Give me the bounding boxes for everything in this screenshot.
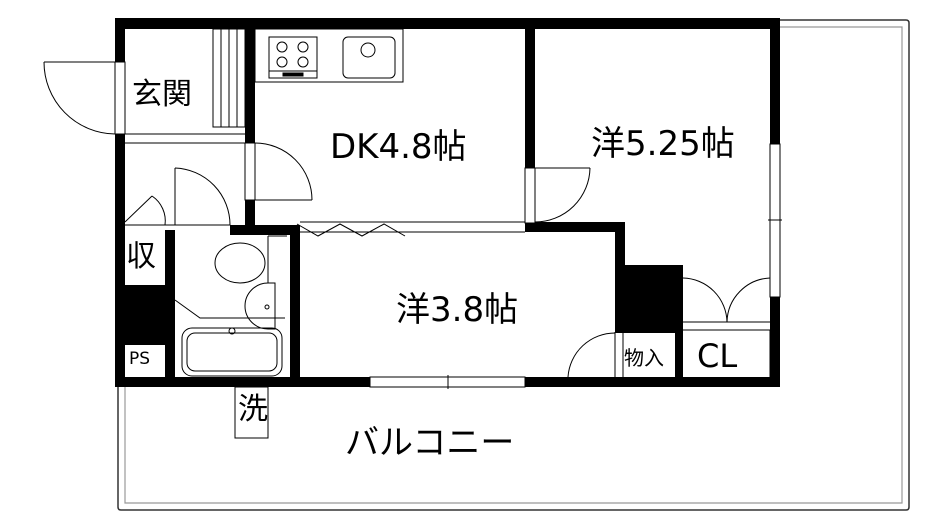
- washbasin-icon: [244, 282, 276, 330]
- room-label-western-2: 洋3.8帖: [396, 290, 519, 330]
- hall-doors: [124, 142, 313, 226]
- laundry-box: [234, 386, 269, 439]
- interior-walls: [120, 18, 683, 385]
- room-label-entrance: 玄関: [132, 77, 192, 112]
- east-window: [768, 143, 782, 298]
- room-label-closet-small: 物入: [624, 346, 664, 370]
- balcony-rail: [117, 19, 910, 511]
- room-label-closet: CL: [697, 337, 738, 375]
- room-label-ps: PS: [126, 348, 154, 371]
- shoe-rack: [125, 28, 246, 144]
- bathroom-fixtures: [174, 235, 287, 377]
- stove-icon: [268, 36, 318, 79]
- room-label-laundry: 洗: [238, 392, 268, 427]
- south-window: [369, 375, 526, 389]
- closet-doors: [682, 277, 771, 377]
- bathtub-icon: [181, 327, 283, 377]
- sink-icon: [342, 36, 396, 79]
- folding-door: [296, 221, 525, 237]
- room-label-balcony: バルコニー: [345, 423, 515, 463]
- entrance-door: [43, 61, 126, 135]
- room1-door: [524, 167, 591, 224]
- kitchen-counter: [254, 28, 404, 83]
- room2-door: [567, 332, 624, 378]
- room-label-storage: 収: [126, 239, 156, 274]
- room-label-western-1: 洋5.25帖: [591, 124, 735, 164]
- room-label-dk: DK4.8帖: [330, 127, 467, 167]
- toilet-icon: [214, 242, 266, 284]
